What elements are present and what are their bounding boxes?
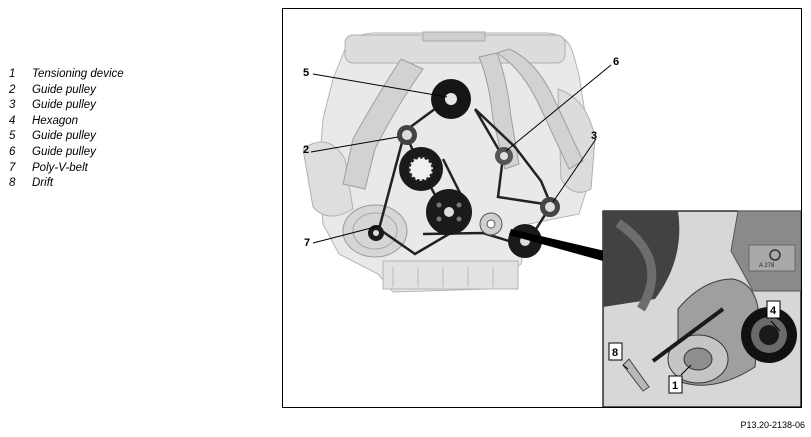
legend-label: Drift <box>32 177 54 190</box>
engine-illustration: A 278 5 6 2 3 7 4 8 <box>302 31 801 407</box>
engine-block <box>302 31 596 293</box>
callout-1: 1 <box>672 380 678 392</box>
engine-figure: A 278 5 6 2 3 7 4 8 <box>282 8 802 408</box>
legend-number: 3 <box>9 99 16 112</box>
callout-8-box <box>608 342 623 361</box>
legend-item: 5 Guide pulley <box>9 129 124 145</box>
callout-8: 8 <box>612 347 618 359</box>
guide-pulley-3 <box>540 197 560 217</box>
callout-2: 2 <box>303 144 309 156</box>
callout-4-box <box>766 300 781 319</box>
legend-label: Guide pulley <box>32 99 96 112</box>
detail-pointer <box>509 229 605 261</box>
legend-number: 1 <box>9 68 16 80</box>
legend-item: 6 Guide pulley <box>9 145 124 161</box>
legend-label: Guide pulley <box>32 145 96 158</box>
guide-pulley-2 <box>397 125 417 145</box>
guide-pulley-5 <box>431 79 471 119</box>
legend-number: 5 <box>9 130 16 143</box>
legend-item: 8 Drift <box>9 176 124 192</box>
callout-3: 3 <box>591 130 597 142</box>
fan-pulley <box>399 147 443 191</box>
legend-item: 7 Poly-V-belt <box>9 161 124 177</box>
legend-item: 2 Guide pulley <box>9 83 124 99</box>
legend-label: Poly-V-belt <box>32 161 88 174</box>
legend-number: 6 <box>9 145 16 158</box>
figure-id: P13.20-2138-06 <box>740 420 805 430</box>
legend-label: Tensioning device <box>32 68 124 80</box>
part-stamp: A 278 <box>759 263 775 269</box>
legend-number: 8 <box>9 177 16 190</box>
alternator-pulley <box>368 225 384 241</box>
legend-number: 7 <box>9 161 16 174</box>
crankshaft-pulley <box>426 189 472 235</box>
legend-number: 2 <box>9 83 16 96</box>
callout-7: 7 <box>304 237 310 249</box>
legend-label: Guide pulley <box>32 130 96 143</box>
tensioning-device <box>479 212 503 236</box>
callout-4: 4 <box>770 305 777 317</box>
callout-leaders <box>310 64 612 244</box>
legend-item: 1 Tensioning device <box>9 67 124 83</box>
callout-1-box <box>668 375 683 394</box>
drift-tool <box>651 307 725 363</box>
callout-5: 5 <box>303 67 309 79</box>
legend-item: 3 Guide pulley <box>9 98 124 114</box>
legend-label: Guide pulley <box>32 83 96 96</box>
legend-number: 4 <box>9 114 16 127</box>
legend-label: Hexagon <box>32 114 79 127</box>
legend-item: 4 Hexagon <box>9 114 124 130</box>
guide-pulley-6 <box>495 147 513 165</box>
callout-6: 6 <box>613 56 619 68</box>
